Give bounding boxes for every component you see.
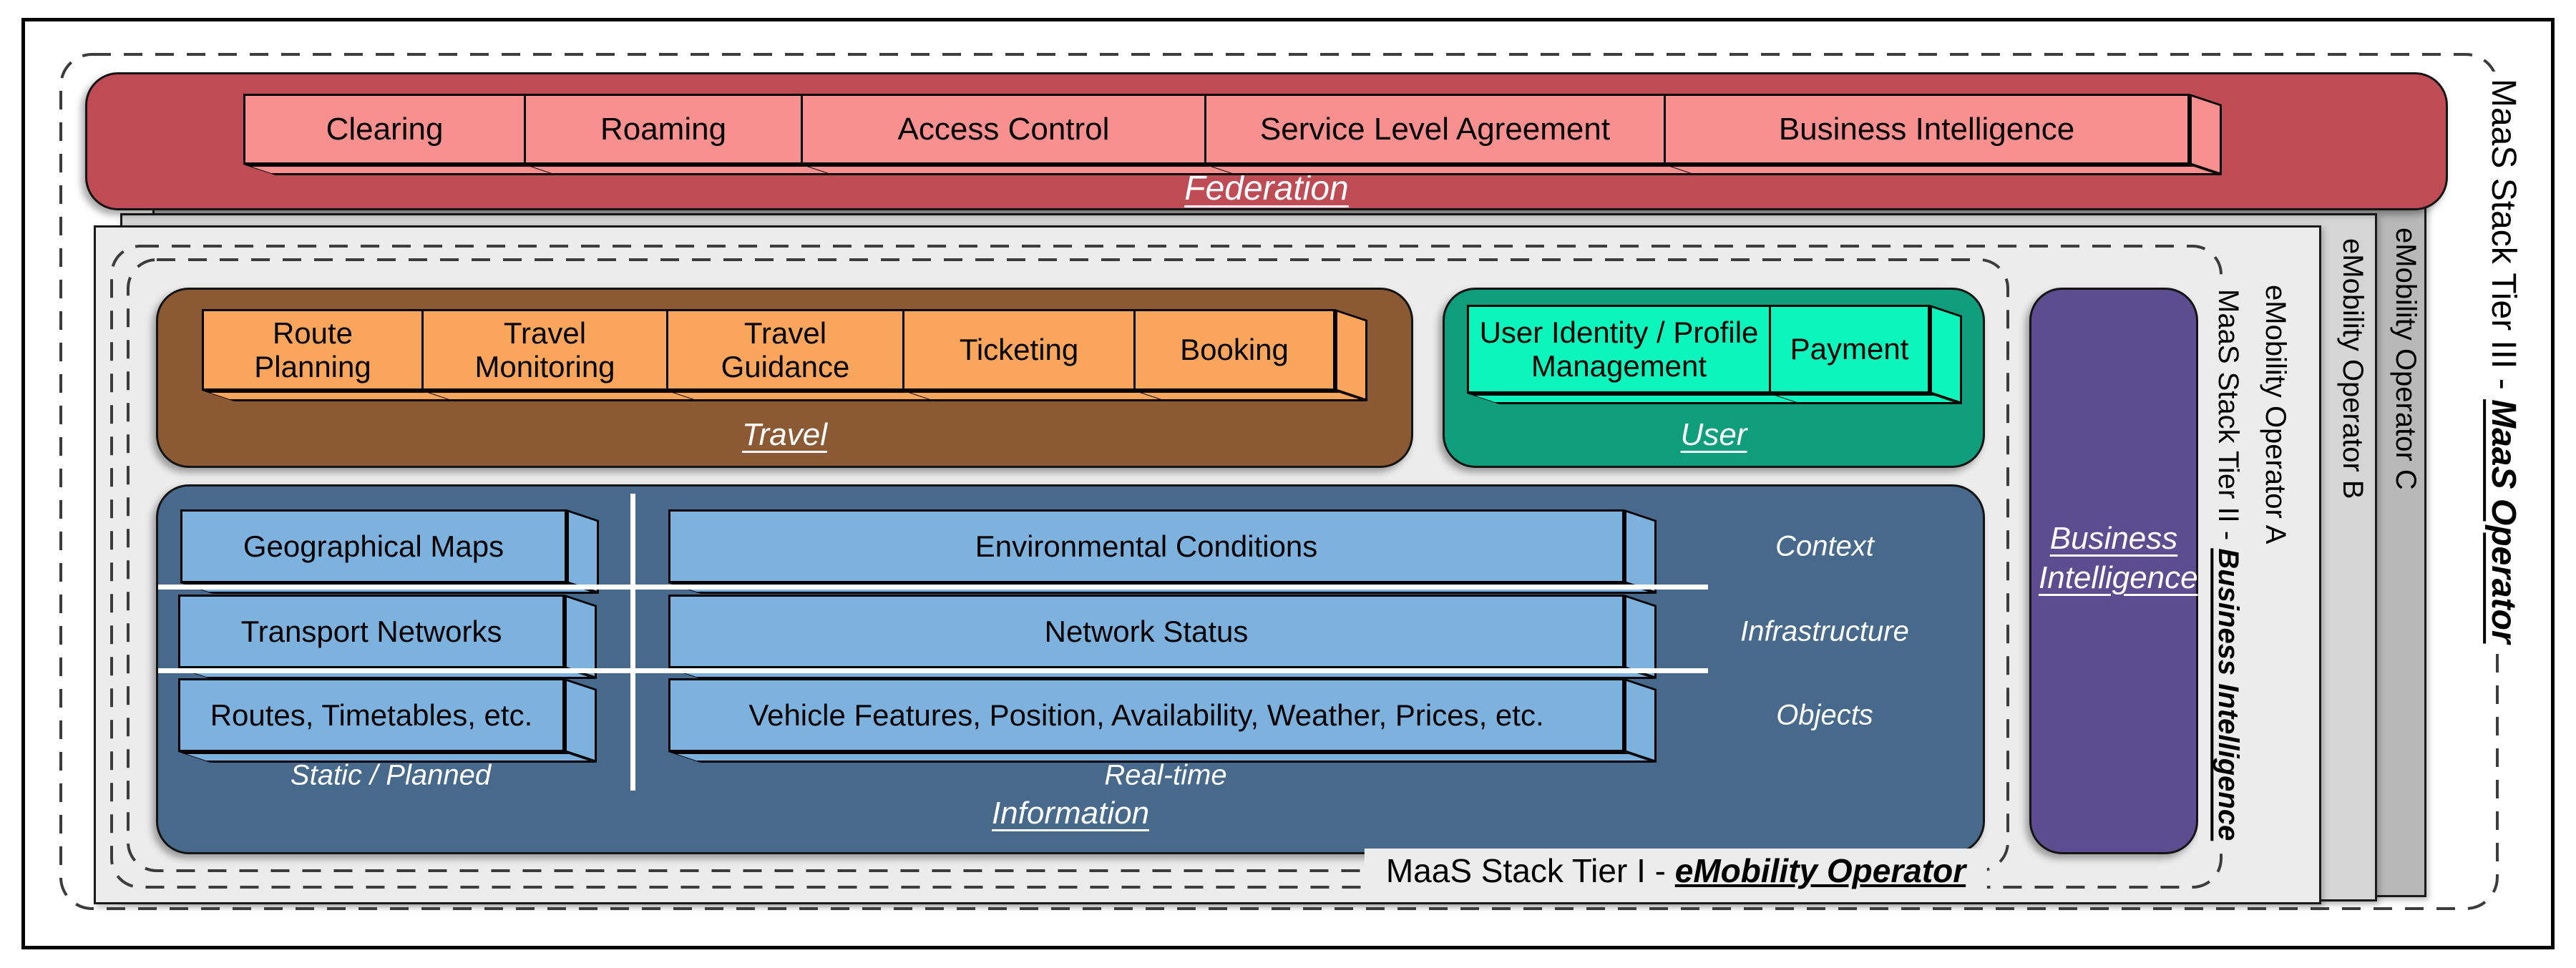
federation-title: Federation [1184, 170, 1349, 207]
tier3-label: MaaS Stack Tier III - MaaS Operator [2470, 72, 2524, 651]
column-label-real-time: Real-time [1104, 759, 1227, 791]
box-vehicle-features: Vehicle Features, Position, Availability… [668, 678, 1657, 763]
label-emobility-operator-a: eMobility Operator A [2260, 285, 2291, 544]
tier1-label-emphasis: eMobility Operator [1674, 852, 1966, 889]
box-label: Geographical Maps [243, 529, 504, 563]
box-route-planning: Route Planning [202, 309, 456, 401]
box-3d-side [1930, 305, 1962, 405]
box-network-status: Network Status [668, 595, 1657, 680]
row-label-context: Context [1775, 530, 1874, 562]
federation-boxes-row: Clearing Roaming Access Control Service … [243, 94, 2222, 176]
tier3-label-emphasis: MaaS Operator [2484, 399, 2522, 644]
box-access-control: Access Control [801, 94, 1239, 175]
box-3d-bottom [1204, 165, 1698, 175]
box-3d-side [567, 509, 599, 595]
screenshot-frame [21, 18, 2555, 949]
box-label: Environmental Conditions [975, 529, 1318, 563]
tier3-label-prefix: MaaS Stack Tier III - [2484, 79, 2522, 400]
tier1-dashed-border [127, 258, 2009, 872]
box-payment: Payment [1769, 305, 1962, 405]
box-3d-bottom [178, 752, 597, 763]
tier1-label: MaaS Stack Tier I - eMobility Operator [1364, 849, 1988, 893]
box-label: Travel Monitoring [474, 316, 615, 383]
box-label: Business Intelligence [1778, 111, 2075, 147]
travel-container: Route Planning Travel Monitoring Travel … [156, 288, 1413, 468]
box-3d-bottom [1664, 165, 2222, 175]
box-3d-side [1624, 595, 1657, 680]
user-container: User Identity / Profile Management Payme… [1443, 288, 1985, 468]
box-ticketing: Ticketing [902, 309, 1168, 401]
box-3d-bottom [1133, 391, 1367, 401]
box-3d-side [2190, 94, 2222, 176]
box-3d-bottom [666, 391, 937, 401]
box-environmental-conditions: Environmental Conditions [668, 509, 1657, 595]
label-emobility-operator-b: eMobility Operator B [2337, 238, 2368, 499]
box-clearing: Clearing [243, 94, 558, 175]
information-title: Information [991, 796, 1150, 831]
box-3d-bottom [1769, 393, 1962, 404]
box-label: Payment [1790, 332, 1909, 366]
box-3d-bottom [801, 165, 1239, 175]
row-label-infrastructure: Infrastructure [1740, 615, 1909, 647]
tier2-label-prefix: MaaS Stack Tier II - [2212, 289, 2244, 549]
box-travel-monitoring: Travel Monitoring [421, 309, 701, 401]
user-boxes-row: User Identity / Profile Management Payme… [1467, 305, 1962, 405]
box-roaming: Roaming [524, 94, 835, 175]
tier2-label-emphasis: Business Intelligence [2212, 548, 2244, 841]
box-3d-bottom [243, 165, 558, 175]
travel-title: Travel [742, 417, 827, 452]
box-business-intelligence-federation: Business Intelligence [1664, 94, 2222, 176]
box-label: Vehicle Features, Position, Availability… [748, 698, 1544, 732]
box-3d-side [565, 678, 597, 763]
box-label: User Identity / Profile Management [1479, 315, 1759, 383]
box-3d-bottom [1467, 393, 1803, 404]
box-label: Routes, Timetables, etc. [210, 698, 533, 732]
box-label: Network Status [1044, 614, 1249, 648]
user-title: User [1680, 417, 1747, 452]
box-routes-timetables: Routes, Timetables, etc. [178, 678, 597, 763]
box-3d-bottom [902, 391, 1168, 401]
box-3d-bottom [524, 165, 835, 175]
row-label-objects: Objects [1776, 699, 1873, 731]
box-3d-side [1335, 309, 1367, 402]
business-intelligence-container: Business Intelligence [2029, 288, 2198, 854]
box-label: Travel Guidance [721, 316, 850, 383]
box-3d-bottom [421, 391, 701, 401]
box-label: Ticketing [959, 333, 1079, 367]
column-label-static-planned: Static / Planned [290, 759, 492, 791]
box-3d-side [1624, 509, 1657, 595]
tier2-label: MaaS Stack Tier II - Business Intelligen… [2198, 283, 2245, 847]
box-3d-side [565, 595, 597, 680]
box-label: Transport Networks [240, 614, 502, 648]
box-3d-side [1624, 678, 1657, 763]
tier1-label-prefix: MaaS Stack Tier I - [1385, 852, 1675, 889]
box-3d-bottom [202, 391, 456, 401]
business-intelligence-label: Business Intelligence [2039, 521, 2198, 595]
box-label: Booking [1180, 333, 1289, 367]
box-label: Route Planning [254, 316, 371, 383]
box-booking: Booking [1133, 309, 1367, 402]
box-label: Roaming [600, 111, 727, 147]
box-travel-guidance: Travel Guidance [666, 309, 937, 401]
information-container: Geographical Maps Transport Networks Rou… [156, 484, 1985, 854]
box-geographical-maps: Geographical Maps [180, 509, 599, 595]
box-user-identity-profile-management: User Identity / Profile Management [1467, 305, 1803, 404]
box-transport-networks: Transport Networks [178, 595, 597, 680]
box-label: Service Level Agreement [1259, 111, 1611, 147]
tier2-dashed-border [110, 245, 2223, 889]
context-infrastructure-divider [158, 585, 1708, 590]
federation-container: Clearing Roaming Access Control Service … [85, 72, 2448, 210]
static-realtime-divider [630, 494, 635, 791]
box-3d-bottom [668, 752, 1657, 763]
travel-boxes-row: Route Planning Travel Monitoring Travel … [202, 309, 1367, 402]
box-service-level-agreement: Service Level Agreement [1204, 94, 1698, 175]
label-emobility-operator-c: eMobility Operator C [2390, 228, 2421, 490]
infrastructure-objects-divider [158, 668, 1708, 673]
box-label: Clearing [326, 111, 444, 147]
box-label: Access Control [897, 111, 1110, 147]
